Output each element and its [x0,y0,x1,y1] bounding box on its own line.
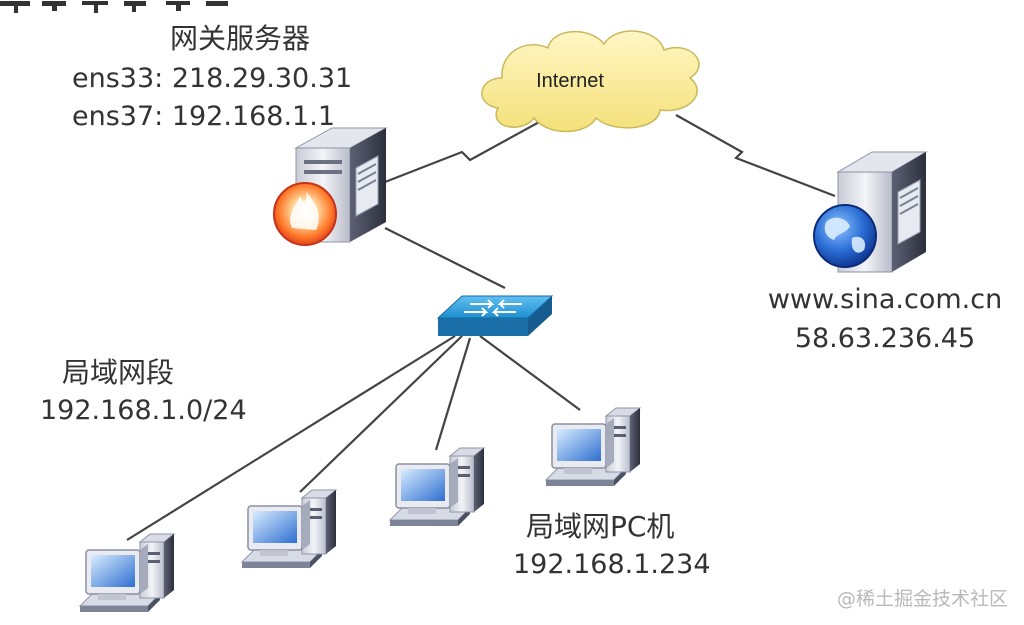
link-switch-pc2 [299,335,463,493]
lan-pc-name-label: 局域网PC机 [526,510,675,543]
pc-icon-3 [389,447,485,527]
internet-label: Internet [536,70,604,92]
web-server-host-label: www.sina.com.cn [767,284,1003,315]
connection-lines [126,114,836,541]
link-switch-pc3 [434,337,472,451]
lan-segment-name-label: 局域网段 [62,356,175,389]
pc-icon-4 [545,407,641,487]
web-server-ip-label: 58.63.236.45 [794,323,976,354]
firewall-icon [273,182,337,246]
lan-pc-ip-label: 192.168.1.234 [513,549,711,580]
watermark-text: @稀土掘金技术社区 [836,588,1008,610]
gateway-ens33-label: ens33: 218.29.30.31 [72,63,353,94]
link-gateway-internet [384,114,553,184]
gateway-ens37-label: ens37: 192.168.1.1 [72,101,335,132]
lan-segment-cidr-label: 192.168.1.0/24 [40,395,247,426]
link-internet-webserver [675,114,836,198]
gateway-name-label: 网关服务器 [170,22,311,55]
pc-icon-1 [79,533,175,613]
switch-icon [436,295,554,336]
link-switch-pc1 [126,335,456,541]
cropped-top-text [0,0,235,14]
link-gateway-switch [384,227,506,289]
pc-icon-2 [241,489,337,569]
link-switch-pc4 [479,335,581,411]
internet-cloud-icon [481,30,700,133]
globe-icon [813,204,877,268]
